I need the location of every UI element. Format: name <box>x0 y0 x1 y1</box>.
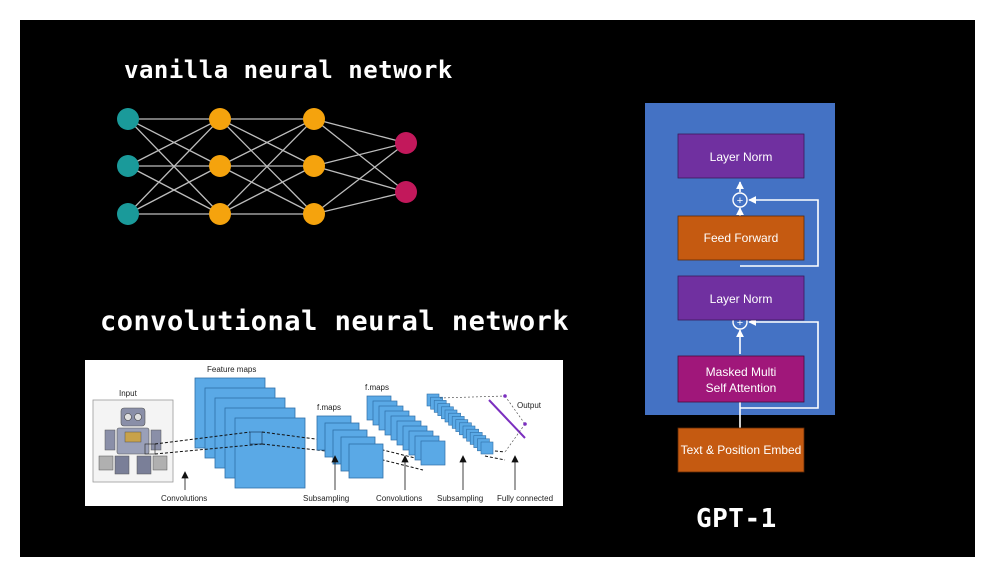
nn-edge <box>127 118 221 215</box>
feed-forward-block: Feed Forward <box>677 215 805 261</box>
vanilla-nn-diagram <box>117 108 417 225</box>
gpt1-title: GPT-1 <box>696 504 777 534</box>
cnn-label-convolutions-1: Convolutions <box>161 494 207 503</box>
cnn-label-feature-maps: Feature maps <box>207 365 256 374</box>
nn-edge <box>313 118 407 193</box>
svg-text:+: + <box>737 195 743 207</box>
nn-edge <box>313 118 407 144</box>
cnn-diagram-panel: Input Feature maps <box>85 360 563 506</box>
nn-edge <box>127 165 221 215</box>
layer-norm-top-block: Layer Norm <box>677 133 805 179</box>
hidden-node <box>209 203 231 225</box>
nn-nodes <box>117 108 417 225</box>
cnn-label-convolutions-2: Convolutions <box>376 494 422 503</box>
hidden-node <box>209 108 231 130</box>
text-position-embed-block: Text & Position Embed <box>677 427 805 473</box>
svg-text:+: + <box>737 317 743 329</box>
cnn-label-output: Output <box>517 401 542 410</box>
svg-text:Text & Position Embed: Text & Position Embed <box>681 443 802 457</box>
nn-edge <box>313 142 407 167</box>
input-node <box>117 155 139 177</box>
stage-arrows <box>181 455 519 490</box>
output-node <box>395 132 417 154</box>
svg-text:Masked Multi: Masked Multi <box>706 365 777 379</box>
cnn-diagram: Input Feature maps <box>92 365 553 503</box>
svg-text:Layer Norm: Layer Norm <box>710 292 773 306</box>
layer-norm-bottom-block: Layer Norm <box>677 275 805 321</box>
nn-edge <box>313 191 407 215</box>
hidden-node <box>303 155 325 177</box>
cnn-label-f-maps-2: f.maps <box>365 383 389 392</box>
gpt1-diagram: + + Layer Norm Feed Forward Layer Norm M… <box>645 103 835 473</box>
subsampled-map <box>480 441 494 455</box>
hidden-node <box>303 108 325 130</box>
masked-self-attention-block: Masked Multi Self Attention <box>677 355 805 403</box>
output-node <box>395 181 417 203</box>
nn-edge <box>219 118 315 215</box>
f-maps-stack-1 <box>316 415 384 479</box>
svg-text:Layer Norm: Layer Norm <box>710 150 773 164</box>
vanilla-nn-title: vanilla neural network <box>124 56 453 84</box>
cnn-label-input: Input <box>119 389 138 398</box>
nn-edge <box>219 165 315 215</box>
hidden-node <box>209 155 231 177</box>
cnn-label-subsampling-1: Subsampling <box>303 494 349 503</box>
nn-edge <box>219 118 315 167</box>
robot-input-image <box>92 399 174 483</box>
cnn-label-f-maps-1: f.maps <box>317 403 341 412</box>
f-map <box>420 440 446 466</box>
cnn-label-fully-connected: Fully connected <box>497 494 553 503</box>
residual-add-top: + <box>732 192 748 208</box>
subsampled-stack <box>426 393 494 455</box>
nn-edge <box>127 118 221 167</box>
svg-text:Self Attention: Self Attention <box>706 381 777 395</box>
feature-maps-stack <box>194 377 306 489</box>
svg-text:Feed Forward: Feed Forward <box>704 231 779 245</box>
input-node <box>117 203 139 225</box>
nn-edges <box>127 118 407 215</box>
cnn-label-subsampling-2: Subsampling <box>437 494 483 503</box>
nn-edge <box>313 142 407 215</box>
hidden-node <box>303 203 325 225</box>
f-maps-stack-2 <box>366 395 446 466</box>
fully-connected-output <box>439 394 527 453</box>
slide: vanilla neural network convolutional neu… <box>20 20 975 557</box>
cnn-title: convolutional neural network <box>100 306 570 337</box>
input-node <box>117 108 139 130</box>
